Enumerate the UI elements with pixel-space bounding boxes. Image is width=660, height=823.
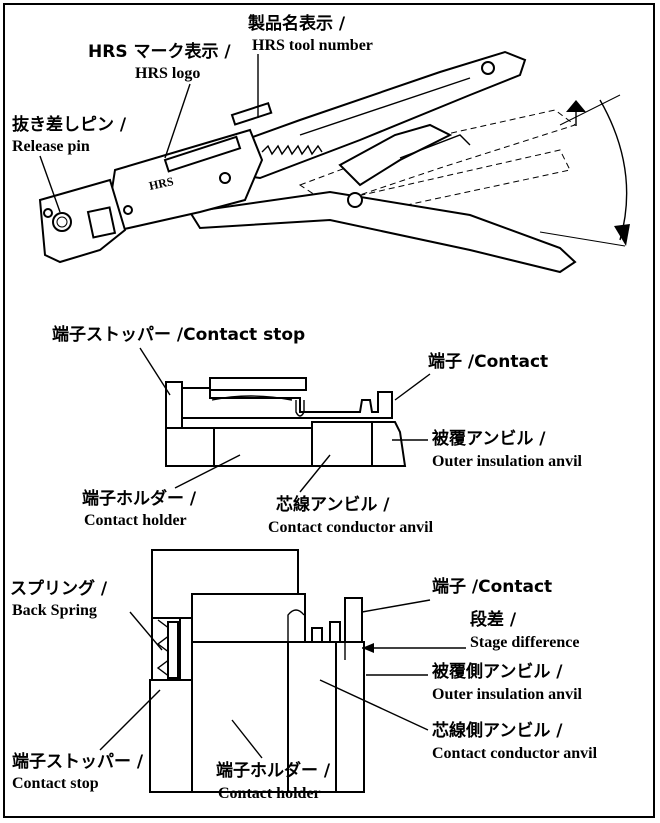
bot-spring-label-jp: スプリング / [10, 578, 108, 599]
mid-outer-anvil-label-en: Outer insulation anvil [432, 453, 583, 470]
bot-outer-anvil-label-en: Outer insulation anvil [432, 686, 583, 703]
release-pin-leader [39, 155, 61, 213]
mid-contact-label: 端子 /Contact [428, 351, 548, 372]
release-pin-label-jp: 抜き差しピン / [12, 114, 127, 135]
tool-number-label-jp: 製品名表示 / [247, 13, 346, 34]
mid-conductor-anvil-label-en: Contact conductor anvil [268, 519, 434, 536]
bot-outer-anvil-label-jp: 被覆側アンビル / [432, 661, 563, 682]
tool-number-label-en: HRS tool number [252, 37, 373, 54]
release-pin-label-en: Release pin [12, 138, 90, 155]
bot-stage-label-en: Stage difference [470, 634, 579, 651]
bot-stop-label-en: Contact stop [12, 775, 99, 792]
bot-stage-label-jp: 段差 / [470, 609, 517, 630]
engraved-hrs-logo: HRS [148, 174, 175, 193]
bot-stop-label-jp: 端子ストッパー / [12, 751, 144, 772]
logo-label-jp: HRS マーク表示 / [88, 41, 231, 62]
mid-holder-label-en: Contact holder [84, 512, 187, 529]
bot-contact-label: 端子 /Contact [432, 576, 552, 597]
logo-leader [164, 83, 191, 159]
logo-label-en: HRS logo [135, 65, 200, 82]
mid-conductor-anvil-label-jp: 芯線アンビル / [276, 494, 390, 515]
bot-spring-label-en: Back Spring [12, 602, 97, 619]
bot-holder-label-jp: 端子ホルダー / [216, 760, 331, 781]
release-pin-icon [52, 212, 72, 232]
mid-holder-label-jp: 端子ホルダー / [82, 488, 197, 509]
bot-conductor-anvil-label-jp: 芯線側アンビル / [432, 720, 563, 741]
cross-section-2 [149, 549, 365, 793]
mid-contact-stop-label: 端子ストッパー /Contact stop [52, 324, 305, 345]
mid-outer-anvil-label-jp: 被覆アンビル / [432, 428, 546, 449]
bot-conductor-anvil-label-en: Contact conductor anvil [432, 745, 598, 762]
cross-section-1 [165, 377, 407, 467]
bot-holder-label-en: Contact holder [218, 785, 321, 802]
crimp-tool-illustration: HRS [38, 50, 630, 274]
